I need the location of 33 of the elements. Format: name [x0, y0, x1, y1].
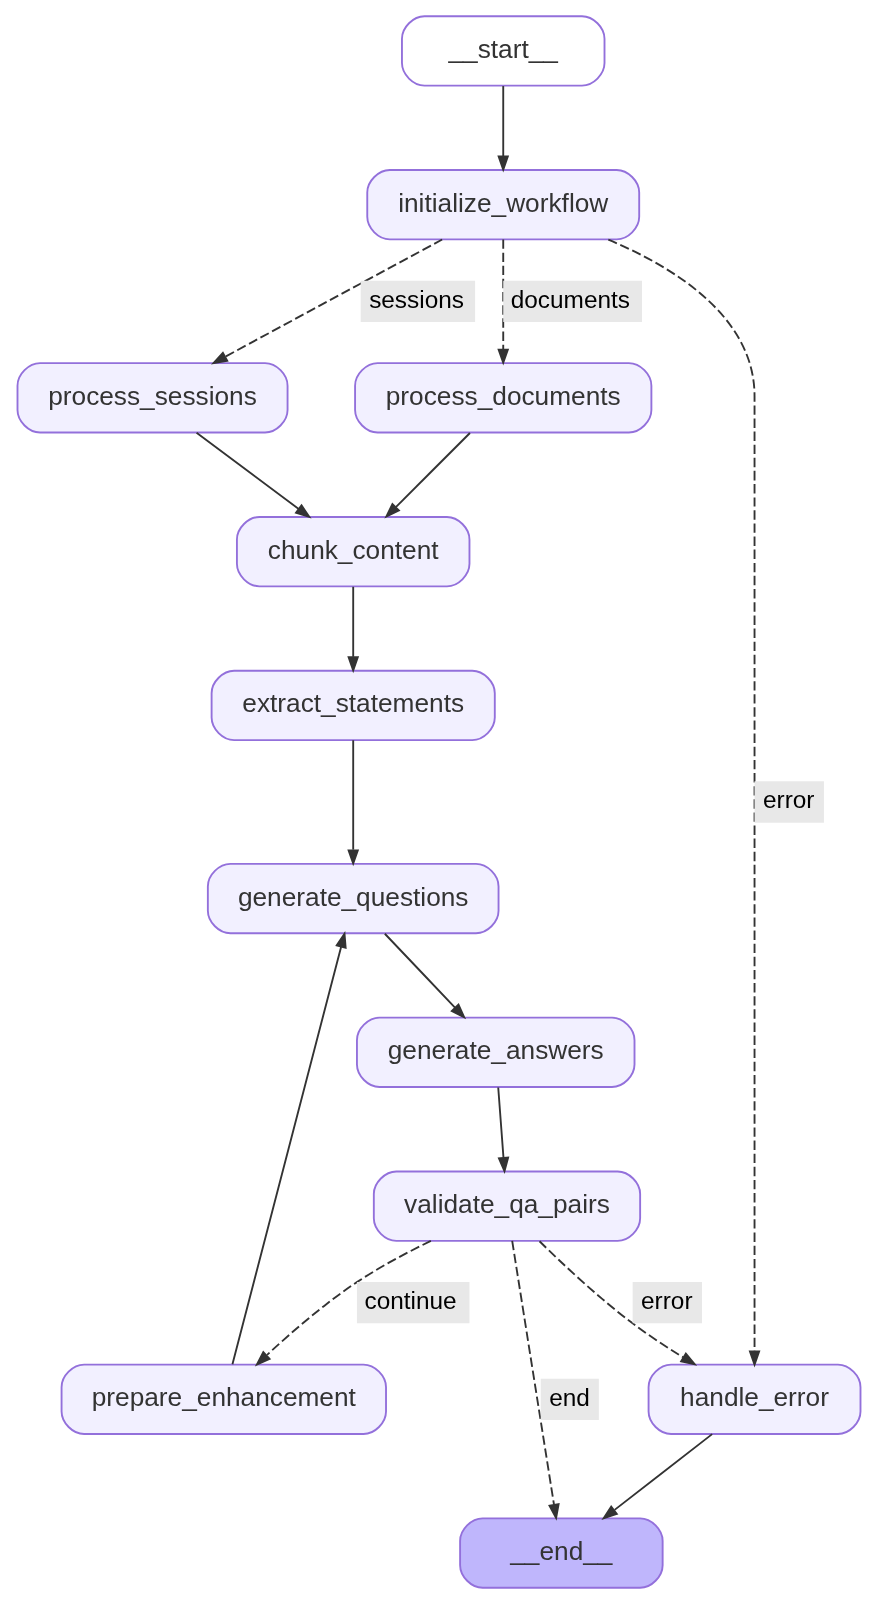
node-box: prepare_enhancement: [60, 1363, 387, 1435]
node-box: process_sessions: [16, 362, 289, 434]
edge-label: documents: [510, 285, 630, 313]
edge-label: continue: [364, 1287, 457, 1315]
arrow: [601, 1433, 714, 1521]
arrow: [538, 1240, 698, 1366]
arrow: [607, 238, 761, 1368]
arrow: [231, 931, 347, 1366]
node-box: validate_qa_pairs: [372, 1170, 642, 1242]
edge-label: end: [549, 1383, 590, 1411]
edge-label: error: [762, 786, 815, 814]
arrow: [497, 238, 510, 366]
node-box: chunk_content: [236, 516, 471, 588]
node-box: process_documents: [354, 362, 653, 434]
arrow: [384, 432, 471, 519]
node-box: handle_error: [647, 1363, 862, 1435]
edge-label: error: [641, 1287, 693, 1315]
arrow: [195, 431, 312, 519]
node-box: __start__: [401, 15, 606, 87]
arrow: [347, 739, 360, 867]
arrow: [383, 932, 467, 1020]
arrow: [347, 585, 360, 674]
arrow: [254, 1240, 432, 1367]
node-box: generate_questions: [206, 862, 500, 935]
edge-label: sessions: [369, 285, 464, 313]
node-box: initialize_workflow: [366, 169, 641, 241]
arrow: [497, 85, 510, 173]
node-box: extract_statements: [210, 669, 496, 742]
arrow: [211, 238, 444, 365]
arrow: [511, 1240, 560, 1521]
node-box: __end__: [459, 1517, 664, 1589]
node-box: generate_answers: [356, 1016, 636, 1088]
arrow: [497, 1086, 510, 1174]
